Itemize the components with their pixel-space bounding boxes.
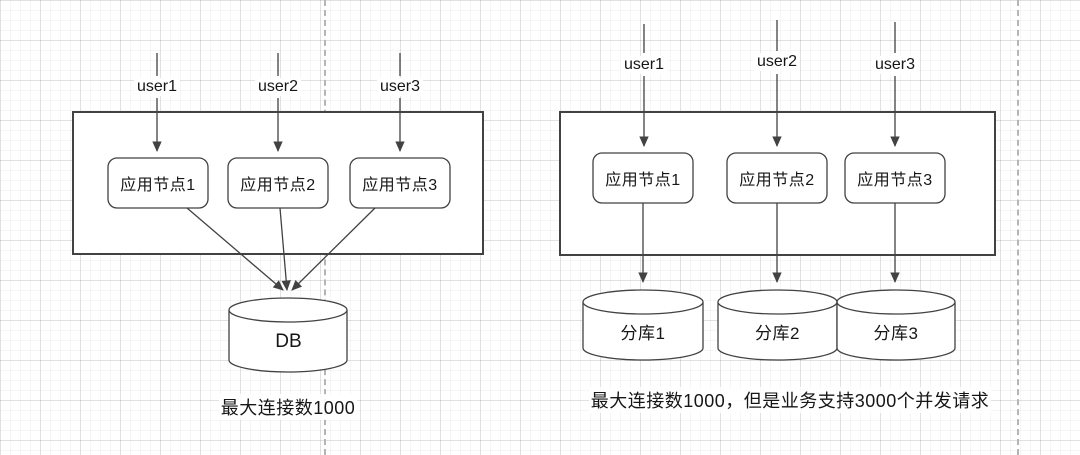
- shard1-cylinder-body: [582, 302, 704, 361]
- shard1-cylinder-top: [582, 289, 704, 315]
- right-app-node2-label: 应用节点2: [739, 172, 815, 189]
- shard3-cylinder-body: [836, 302, 956, 361]
- shard2-label: 分库2: [755, 323, 800, 343]
- left-app-node3-label: 应用节点3: [362, 177, 438, 194]
- left-node2-to-db-arrow: [279, 207, 291, 292]
- right-user3-label: user3: [855, 55, 935, 75]
- left-user1-label: user1: [117, 77, 197, 97]
- left-caption: 最大连接数1000: [158, 394, 418, 420]
- shard3-cylinder-top: [836, 289, 956, 315]
- right-app-node3-label: 应用节点3: [857, 172, 933, 189]
- right-app-node1-label: 应用节点1: [605, 172, 681, 189]
- db-cylinder-top: [228, 297, 348, 323]
- shard1-label: 分库1: [620, 323, 666, 343]
- shard2-cylinder-body: [717, 302, 838, 361]
- left-app-node2-box: [227, 157, 329, 209]
- left-node3-to-db-arrow: [291, 207, 376, 291]
- left-app-node1-box: [107, 157, 209, 209]
- left-node1-to-db-arrow: [186, 207, 284, 291]
- right-user2-label: user2: [737, 52, 817, 72]
- shard3-label: 分库3: [873, 323, 919, 343]
- right-user1-label: user1: [604, 55, 684, 75]
- db-label: DB: [275, 331, 302, 352]
- left-app-node2-label: 应用节点2: [240, 177, 316, 194]
- left-app-node3-box: [349, 157, 451, 209]
- db-cylinder-body: [228, 310, 348, 373]
- left-user3-label: user3: [360, 77, 440, 97]
- page-guide-line-right: [1017, 0, 1019, 455]
- right-caption: 最大连接数1000，但是业务支持3000个并发请求: [555, 387, 1025, 413]
- left-app-node1-label: 应用节点1: [120, 177, 196, 194]
- left-user2-label: user2: [238, 77, 318, 97]
